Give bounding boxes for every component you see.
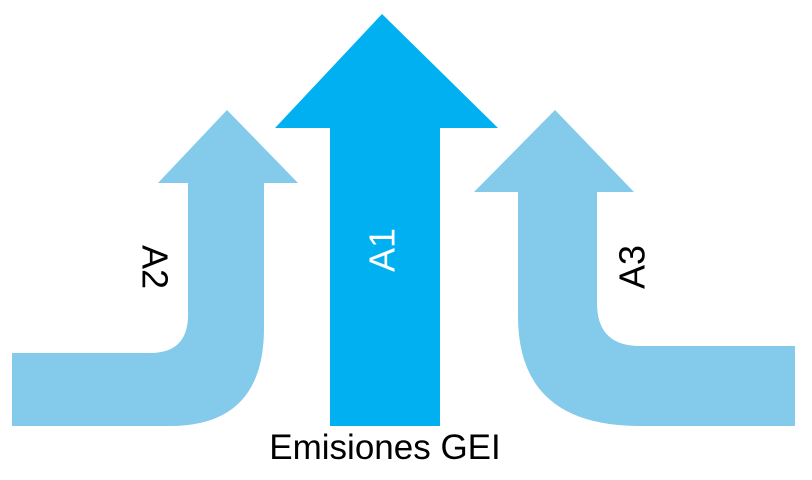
arrow-a1-label: A1 bbox=[362, 228, 403, 272]
arrow-a2 bbox=[12, 110, 298, 426]
caption-emisiones: Emisiones GEI bbox=[269, 428, 501, 467]
arrow-a1 bbox=[275, 14, 498, 426]
arrow-a3 bbox=[474, 110, 795, 426]
arrow-a2-label: A2 bbox=[134, 245, 175, 289]
arrow-a3-label: A3 bbox=[612, 245, 653, 289]
